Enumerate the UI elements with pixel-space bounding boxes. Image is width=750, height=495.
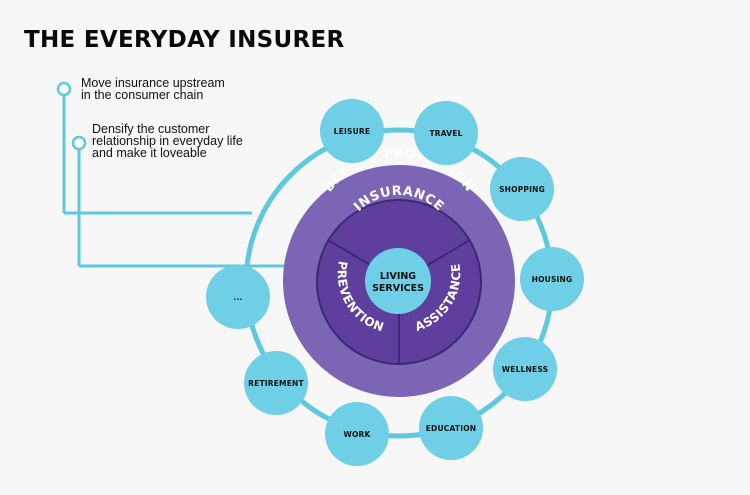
circle-label-retirement: RETIREMENT xyxy=(248,379,304,388)
note-bullet-icon xyxy=(71,135,87,151)
service-circle-leisure: LEISURE xyxy=(320,99,384,163)
living-services-circle xyxy=(365,248,431,314)
circle-label-education: EDUCATION xyxy=(426,424,477,433)
service-circle-retirement: RETIREMENT xyxy=(244,351,308,415)
service-circle-wellness: WELLNESS xyxy=(493,337,557,401)
service-circle-travel: TRAVEL xyxy=(414,101,478,165)
circle-label-wellness: WELLNESS xyxy=(502,365,548,374)
center-label-line1: LIVING xyxy=(380,271,416,282)
center-label-line2: SERVICES xyxy=(372,283,424,294)
circle-label-work: WORK xyxy=(343,430,371,439)
note-move-upstream: Move insurance upstream in the consumer … xyxy=(81,76,225,102)
circle-label-housing: HOUSING xyxy=(532,275,573,284)
service-circle-work: WORK xyxy=(325,402,389,466)
page-title: THE EVERYDAY INSURER xyxy=(24,27,345,53)
note-bullet-icon xyxy=(56,81,72,97)
service-circle-shopping: SHOPPING xyxy=(490,157,554,221)
circle-label-travel: TRAVEL xyxy=(429,129,462,138)
circle-label-more: ... xyxy=(233,293,242,302)
service-circle-housing: HOUSING xyxy=(520,247,584,311)
circle-label-shopping: SHOPPING xyxy=(499,185,545,194)
service-circle-more: ... xyxy=(206,265,270,329)
service-circle-education: EDUCATION xyxy=(419,396,483,460)
note-densify-relationship: Densify the customer relationship in eve… xyxy=(92,122,243,160)
connector-lines xyxy=(56,81,366,268)
circle-label-leisure: LEISURE xyxy=(334,127,370,136)
